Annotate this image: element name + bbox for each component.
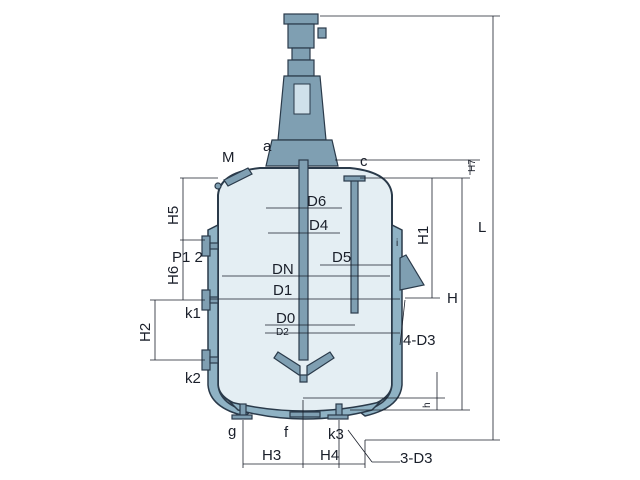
agitator-blade [273,351,335,383]
label-D5: D5 [332,249,351,266]
label-g: g [228,423,236,440]
label-c: c [360,153,368,170]
label-4-D3: 4-D3 [403,332,436,349]
label-h: h [422,402,433,408]
label-H5: H5 [165,206,182,225]
motor-drive [265,13,339,167]
nozzles [201,235,219,371]
label-D6: D6 [307,193,326,210]
label-k3: k3 [328,426,344,443]
label-H3: H3 [262,447,281,464]
label-D4: D4 [309,217,328,234]
label-H6: H6 [165,266,182,285]
label-H1: H1 [415,226,432,245]
label-a: a [263,138,272,155]
label-P12: P1 2 [172,249,203,266]
manhole [214,167,253,190]
label-H4: H4 [320,447,339,464]
label-D2: D2 [276,327,289,338]
label-k2: k2 [185,370,201,387]
label-H: H [447,290,458,307]
lug-support [399,254,425,291]
agitator-shaft [298,159,309,361]
label-H2: H2 [137,323,154,342]
label-M: M [222,149,235,166]
label-f: f [284,424,289,441]
label-D1: D1 [273,282,292,299]
label-i: i [396,238,398,249]
label-D0: D0 [276,310,295,327]
label-DN: DN [272,261,294,278]
label-H7: H7 [467,159,478,172]
label-k1: k1 [185,305,201,322]
label-L: L [478,219,486,236]
label-3-D3: 3-D3 [400,450,433,467]
legs [231,403,349,420]
thermowell [350,177,359,314]
dimension-lines [150,15,500,468]
